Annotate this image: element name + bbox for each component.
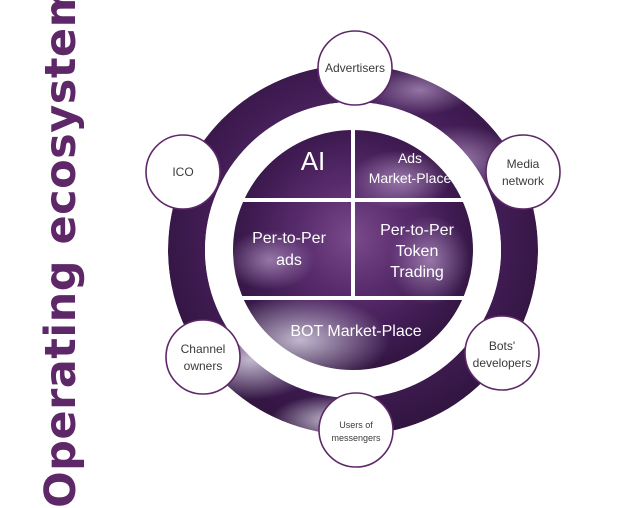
node-media-network: Media network (485, 134, 561, 210)
segment-p2p-ads-line2: ads (276, 252, 302, 269)
segment-ads-market-line1: Ads (398, 150, 422, 166)
node-channel-label-line2: owners (184, 359, 223, 373)
segment-ai: AI (301, 146, 326, 176)
segment-bot-market: BOT Market-Place (290, 323, 421, 340)
node-users-of-messengers: Users of messengers (318, 392, 394, 468)
node-bots-developers: Bots' developers (464, 315, 540, 391)
node-media-label-line2: network (502, 174, 545, 188)
node-advertisers: Advertisers (317, 30, 393, 106)
node-media-label-line1: Media (507, 157, 540, 171)
node-bots-label-line1: Bots' (489, 339, 515, 353)
node-channel-label-line1: Channel (181, 342, 226, 356)
node-users-label-line2: messengers (331, 433, 381, 443)
ecosystem-diagram: AI Ads Market-Place Per-to-Per ads Per-t… (145, 30, 561, 468)
node-advertisers-label: Advertisers (325, 61, 385, 75)
segment-p2p-token-line2: Token (396, 243, 439, 260)
node-bots-label-line2: developers (473, 356, 532, 370)
segment-ads-market-line2: Market-Place (369, 170, 452, 186)
segment-p2p-token-line1: Per-to-Per (380, 222, 454, 239)
node-users-label-line1: Users of (339, 420, 373, 430)
node-ico: ICO (145, 134, 221, 210)
node-channel-owners: Channel owners (165, 319, 241, 395)
node-ico-label: ICO (172, 165, 193, 179)
segment-p2p-ads-line1: Per-to-Per (252, 230, 326, 247)
segment-p2p-token-line3: Trading (390, 264, 444, 281)
